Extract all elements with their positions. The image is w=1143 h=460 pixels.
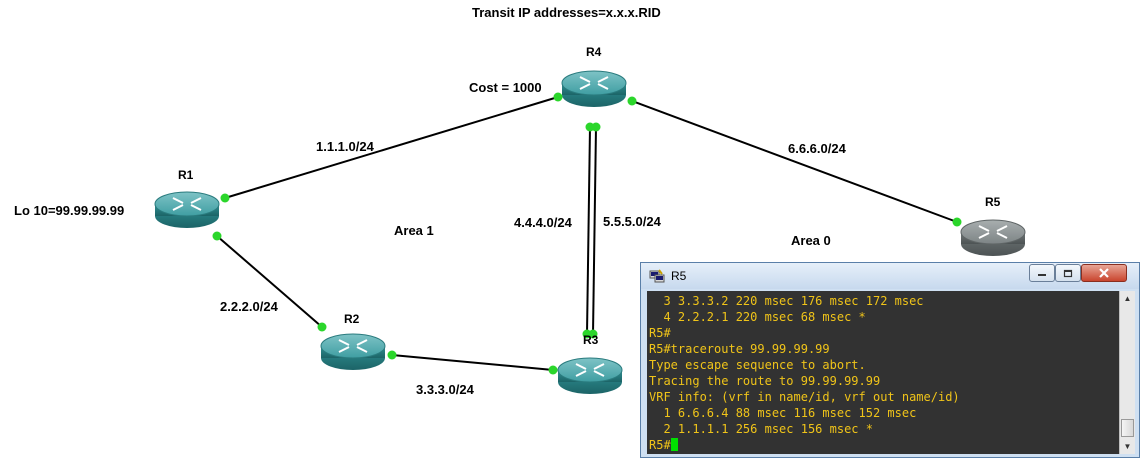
link-label-r1-r2: 2.2.2.0/24 xyxy=(220,299,278,314)
router-r5[interactable] xyxy=(960,219,1026,256)
diagram-title: Transit IP addresses=x.x.x.RID xyxy=(472,5,661,20)
link-r4-r5[interactable] xyxy=(631,100,958,223)
port-dot xyxy=(591,122,601,132)
terminal-titlebar[interactable]: R5 xyxy=(641,263,1139,289)
port-dot xyxy=(548,365,558,375)
restore-icon xyxy=(1063,269,1073,278)
putty-icon[interactable] xyxy=(649,268,665,284)
port-dot xyxy=(952,217,962,227)
link-r1-r4[interactable] xyxy=(224,96,559,199)
terminal-line: R5#traceroute 99.99.99.99 xyxy=(649,342,830,356)
terminal-output: 3 3.3.3.2 220 msec 176 msec 172 msec 4 2… xyxy=(649,293,960,453)
router-label-r2: R2 xyxy=(344,312,360,326)
router-label-r1: R1 xyxy=(178,168,194,182)
terminal-cursor xyxy=(670,438,678,451)
router-arrows-icon xyxy=(575,363,605,377)
scroll-thumb[interactable] xyxy=(1121,419,1134,437)
loopback-annotation: Lo 10=99.99.99.99 xyxy=(14,203,125,218)
router-label-r3: R3 xyxy=(583,333,599,347)
terminal-line: 1 6.6.6.4 88 msec 116 msec 152 msec xyxy=(649,406,917,420)
links xyxy=(216,96,958,371)
router-r3[interactable] xyxy=(557,357,623,394)
port-dot xyxy=(553,92,563,102)
link-r4-r3-b[interactable] xyxy=(592,126,597,335)
port-indicators xyxy=(212,92,962,375)
terminal-line: VRF info: (vrf in name/id, vrf out name/… xyxy=(649,390,960,404)
link-label-r2-r3: 3.3.3.0/24 xyxy=(416,382,474,397)
link-r1-r2[interactable] xyxy=(216,235,323,328)
port-dot xyxy=(627,96,637,106)
router-r4[interactable] xyxy=(561,70,627,107)
router-arrows-icon xyxy=(338,339,368,353)
area0-label: Area 0 xyxy=(791,233,831,248)
terminal-line: 2 1.1.1.1 256 msec 156 msec * xyxy=(649,422,873,436)
port-dot xyxy=(317,322,327,332)
link-r4-r3-a[interactable] xyxy=(586,126,591,335)
cost-annotation: Cost = 1000 xyxy=(469,80,542,95)
terminal-line: 4 2.2.2.1 220 msec 68 msec * xyxy=(649,310,866,324)
scroll-up-arrow-icon[interactable]: ▲ xyxy=(1123,294,1132,303)
terminal-window[interactable]: R5 3 3.3.3.2 220 msec 176 msec 172 msec … xyxy=(640,262,1140,458)
link-r2-r3[interactable] xyxy=(391,354,554,371)
router-arrows-icon xyxy=(978,225,1008,239)
terminal-line: Type escape sequence to abort. xyxy=(649,358,866,372)
area1-label: Area 1 xyxy=(394,223,434,238)
minimize-icon xyxy=(1038,274,1046,276)
port-dot xyxy=(588,329,598,339)
scroll-down-arrow-icon[interactable]: ▼ xyxy=(1123,442,1132,451)
link-label-r1-r4: 1.1.1.0/24 xyxy=(316,139,374,154)
port-dot xyxy=(220,193,230,203)
terminal-title: R5 xyxy=(671,269,687,283)
terminal-prompt-line[interactable]: R5# xyxy=(649,437,960,453)
router-arrows-icon xyxy=(172,197,202,211)
terminal-screen[interactable]: 3 3.3.3.2 220 msec 176 msec 172 msec 4 2… xyxy=(647,291,1119,454)
router-r2[interactable] xyxy=(320,333,386,370)
link-label-r4-r3-b: 5.5.5.0/24 xyxy=(603,214,661,229)
router-label-r5: R5 xyxy=(985,195,1001,209)
port-dot xyxy=(387,350,397,360)
router-arrows-icon xyxy=(579,76,609,90)
terminal-line: Tracing the route to 99.99.99.99 xyxy=(649,374,881,388)
link-label-r4-r5: 6.6.6.0/24 xyxy=(788,141,846,156)
router-r1[interactable] xyxy=(154,191,220,228)
close-icon xyxy=(1099,268,1109,278)
terminal-line: 3 3.3.3.2 220 msec 176 msec 172 msec xyxy=(649,294,924,308)
maximize-button[interactable] xyxy=(1055,264,1081,282)
link-label-r4-r3-a: 4.4.4.0/24 xyxy=(514,215,572,230)
terminal-prompt: R5# xyxy=(649,438,671,452)
minimize-button[interactable] xyxy=(1029,264,1055,282)
router-label-r4: R4 xyxy=(586,45,602,59)
close-button[interactable] xyxy=(1081,264,1127,282)
terminal-scrollbar[interactable]: ▲ ▼ xyxy=(1119,291,1135,454)
terminal-line: R5# xyxy=(649,326,671,340)
port-dot xyxy=(212,231,222,241)
